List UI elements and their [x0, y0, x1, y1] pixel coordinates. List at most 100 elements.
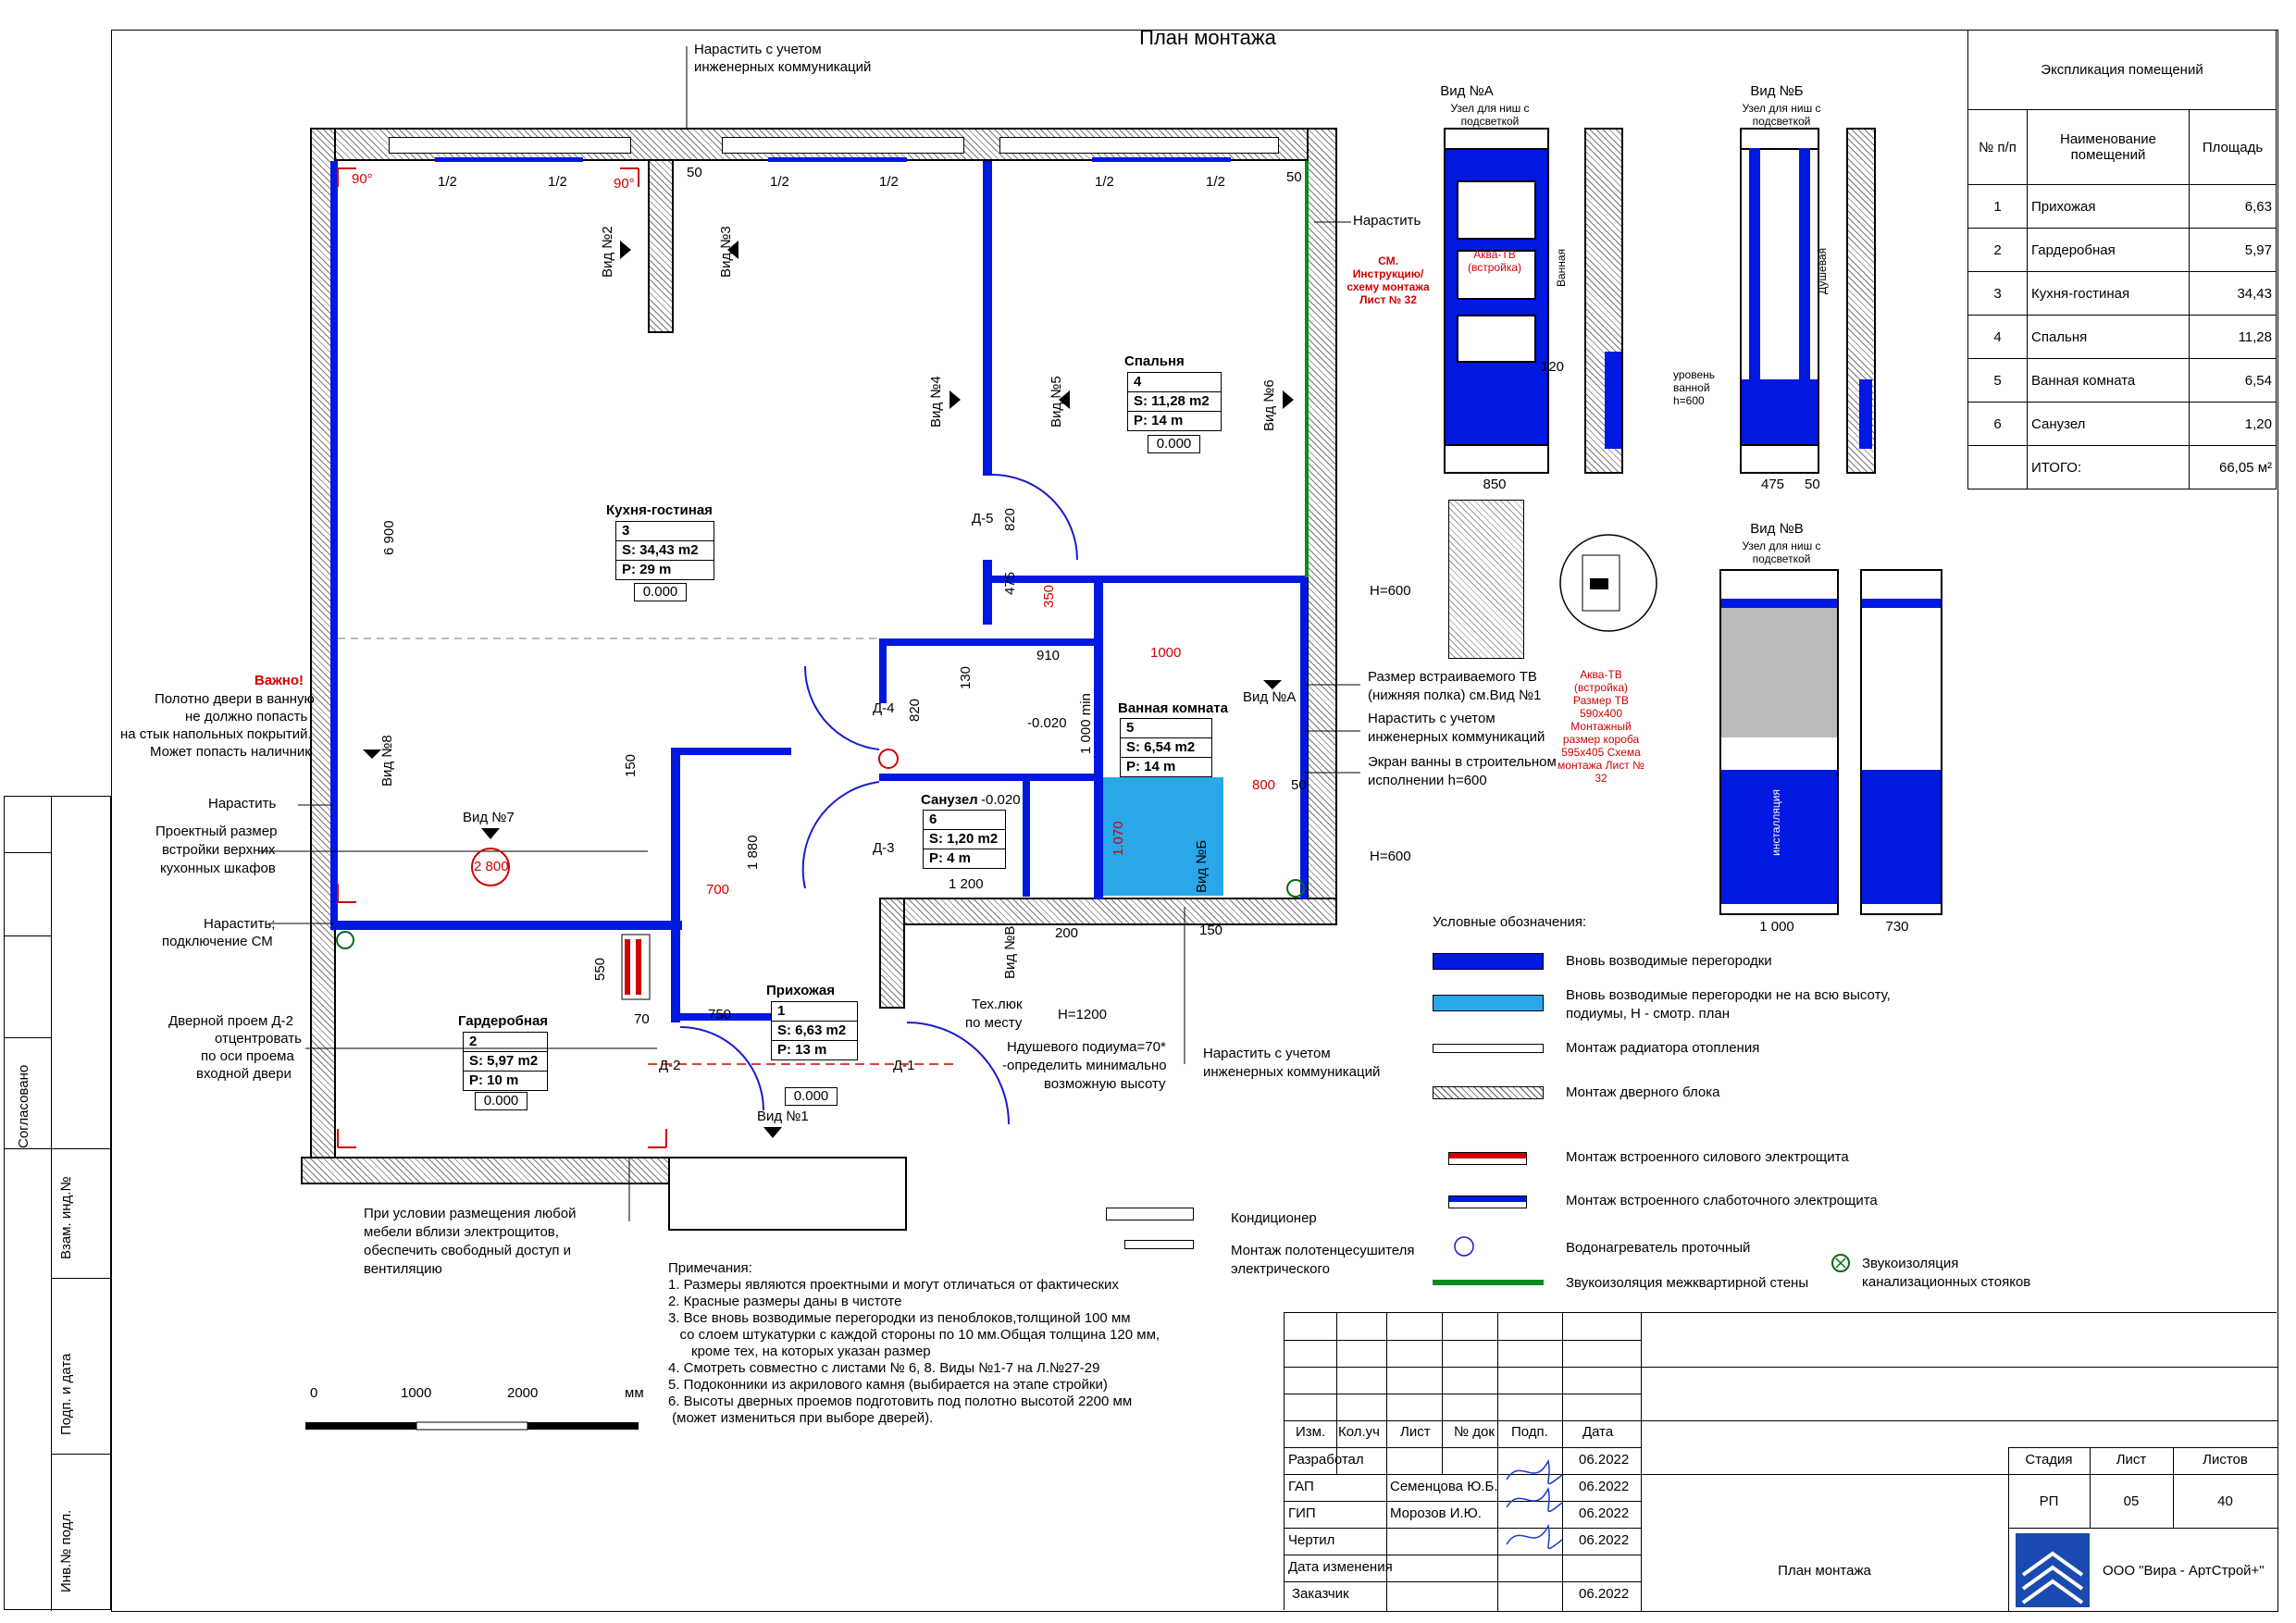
remark-6b: (может измениться при выборе дверей). [668, 1410, 934, 1426]
note-proj-2: встройки верхних [162, 842, 276, 858]
legend-radiator: Монтаж радиатора отопления [1566, 1040, 1760, 1056]
room-level-wardrobe: 0.000 [475, 1092, 527, 1110]
legend-door: Монтаж дверного блока [1566, 1084, 1720, 1100]
tb-h-sign: Подп. [1511, 1424, 1548, 1440]
dim-1880: 1 880 [745, 835, 761, 870]
tb-sheet-v: 05 [2123, 1493, 2140, 1509]
detail-view-v-sub: Узел для ниш с подсветкой [1742, 539, 1821, 565]
remark-3b: со слоем штукатурки с каждой стороны по … [668, 1327, 1160, 1343]
partition-bath-right [1300, 576, 1308, 899]
tb-r1-role: Разработал [1288, 1452, 1364, 1468]
room-num-kitchen: 3 [622, 523, 630, 539]
remark-6: 6. Высоты дверных проемов подготовить по… [668, 1394, 1133, 1409]
partition-wc-right [1023, 781, 1030, 897]
tb-sheets-v: 40 [2217, 1493, 2233, 1509]
tb-r1-date: 06.2022 [1579, 1452, 1630, 1468]
remark-2: 2. Красные размеры даны в чистоте [668, 1294, 902, 1309]
detail-v-side [1860, 569, 1942, 915]
note-build: Нарастить [208, 796, 277, 812]
note-top-1: Нарастить с учетом [694, 42, 822, 57]
room-perim-wardrobe: P: 10 m [464, 1071, 547, 1090]
bath-podium [1103, 777, 1223, 896]
door-d2: Д-2 [659, 1058, 681, 1073]
scale-0: 0 [310, 1385, 318, 1401]
tb-sheet-h: Лист [2116, 1452, 2147, 1468]
tb-h-date: Дата [1582, 1424, 1614, 1440]
legend-swatch-towel [1124, 1240, 1194, 1249]
note-podium-1: Hдушевого подиума=70* [1007, 1039, 1166, 1055]
room-num-wc: 6 [929, 812, 937, 827]
note-podium-3: возможную высоту [1044, 1076, 1166, 1092]
note-panel-2: мебели вблизи электрощитов, [364, 1224, 559, 1240]
note-top-2: инженерных коммуникаций [694, 59, 872, 75]
tb-r4-role: Чертил [1288, 1532, 1335, 1548]
column [648, 159, 674, 333]
tb-sheets-h: Листов [2203, 1452, 2248, 1468]
room-area-bath: S: 6,54 m2 [1121, 737, 1211, 757]
legend-towel-1: Монтаж полотенцесушителя [1231, 1243, 1415, 1258]
partition-wc-top [879, 774, 1097, 781]
note-d2-4: входной двери [196, 1066, 292, 1082]
dim-12-a: 1/2 [438, 174, 457, 190]
detail-b-50: 50 [1805, 477, 1820, 492]
scale-2000: 2000 [507, 1385, 539, 1401]
detail-a-see: СМ. Инструкцию/схему монтажа Лист № 32 [1347, 254, 1430, 306]
sound-insulation-wall [1305, 161, 1309, 577]
dim-70: 70 [634, 1011, 650, 1027]
legend-sound: Звукоизоляция межквартирной стены [1566, 1275, 1809, 1291]
note-eng-2: инженерных коммуникаций [1203, 1064, 1381, 1080]
dim-m0020: -0.020 [1027, 715, 1067, 731]
room-num-bedroom: 4 [1134, 374, 1142, 390]
company-logo-icon [2016, 1533, 2090, 1607]
dim-1000min: 1 000 min [1078, 693, 1094, 754]
detail-a-aqua: Аква-ТВ (встройка) [1468, 248, 1521, 274]
dim-50-c: 50 [1291, 777, 1307, 793]
note-door-4: Может попасть наличник [150, 744, 311, 760]
note-panel-4: вентиляцию [364, 1261, 442, 1277]
detail-node-1 [1448, 500, 1524, 659]
dim-90-b: 90° [614, 176, 635, 192]
view-7-label: Вид №7 [463, 810, 515, 825]
dim-910: 910 [1036, 648, 1061, 663]
door-d3-arc [801, 781, 880, 889]
dim-6900: 6 900 [381, 520, 397, 555]
door-d2-arc [679, 1026, 764, 1111]
detail-v-install: инсталляция [1769, 789, 1782, 856]
room-level-hall: 0.000 [785, 1087, 838, 1106]
legend-swatch-low-panel [1448, 1196, 1527, 1208]
room-perim-wc: P: 4 m [924, 849, 1005, 868]
note-door-3: на стык напольных покрытий. [120, 726, 312, 742]
tb-h-doc: № док [1454, 1424, 1495, 1440]
remark-3c: кроме тех, на которых указан размер [668, 1344, 931, 1359]
exp-h-num: № п/п [1967, 109, 2028, 185]
dim-820-a: 820 [1002, 507, 1018, 531]
dim-90-a: 90° [352, 171, 373, 187]
room-name-wardrobe: Гардеробная [458, 1013, 549, 1029]
tb-stage-v: РП [2039, 1493, 2059, 1509]
dim-50-a: 50 [687, 165, 702, 180]
legend-heater: Водонагреватель проточный [1566, 1240, 1751, 1256]
room-perim-bath: P: 14 m [1121, 757, 1211, 776]
riser-icon [336, 931, 354, 949]
dim-1070: 1.070 [1111, 821, 1126, 856]
legend-title: Условные обозначения: [1433, 914, 1587, 930]
tb-r2-role: ГАП [1288, 1479, 1314, 1494]
tb-r3-date: 06.2022 [1579, 1505, 1630, 1521]
room-num-wardrobe: 2 [469, 1034, 478, 1049]
note-right-screen-1: Экран ванны в строительном [1368, 754, 1557, 770]
title-block: Изм. Кол.уч Лист № док Подп. Дата Разраб… [1284, 1312, 2277, 1611]
drawing-frame [111, 30, 2278, 1612]
tb-sheet-name: План монтажа [1778, 1563, 1871, 1579]
tb-stage-h: Стадия [2025, 1452, 2073, 1468]
note-panel-1: При условии размещения любой [364, 1206, 577, 1221]
remark-3: 3. Все вновь возводимые перегородки из п… [668, 1310, 1131, 1326]
window-2 [722, 137, 964, 154]
legend-heater-icon [1454, 1236, 1474, 1257]
dim-12-d: 1/2 [879, 174, 899, 190]
view-1-label: Вид №1 [757, 1109, 809, 1124]
remark-1: 1. Размеры являются проектными и могут о… [668, 1277, 1119, 1293]
signature-icon [1506, 1458, 1563, 1550]
detail-v-730: 730 [1885, 919, 1909, 935]
